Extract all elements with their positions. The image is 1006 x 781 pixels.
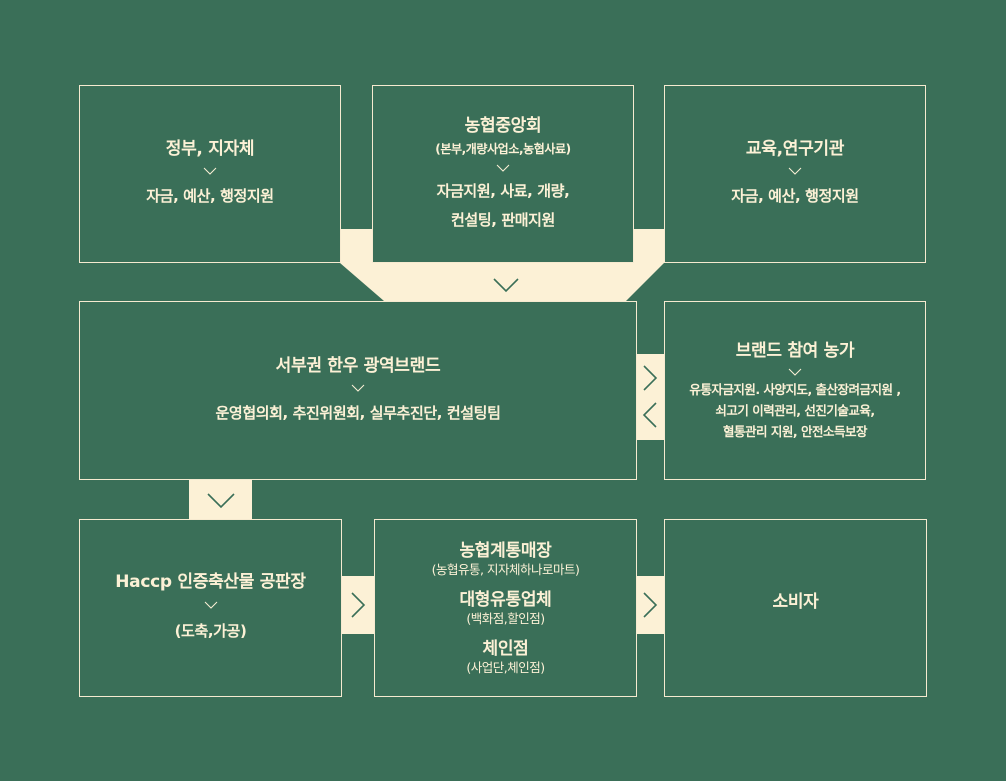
chevron-right-icon bbox=[643, 365, 658, 391]
chevron-down-icon bbox=[496, 164, 510, 172]
box-description: 쇠고기 이력관리, 선진기술교육, bbox=[715, 403, 875, 418]
chevron-down-icon bbox=[204, 601, 217, 609]
box-title: 브랜드 참여 농가 bbox=[735, 341, 855, 361]
outlet-subtitle: (농협유통, 지자체하나로마트) bbox=[431, 562, 580, 577]
box-description: 자금, 예산, 행정지원 bbox=[731, 187, 859, 205]
chevron-down-icon bbox=[207, 493, 235, 509]
box-description: 유통자금지원. 사양지도, 출산장려금지원 , bbox=[689, 382, 901, 397]
box-description: (도축,가공) bbox=[174, 622, 247, 640]
outlet-title: 농협계통매장 bbox=[459, 541, 552, 561]
box-subtitle: (본부,개량사업소,농협사료) bbox=[435, 141, 571, 156]
brand-farms-box: 브랜드 참여 농가 유통자금지원. 사양지도, 출산장려금지원 , 쇠고기 이력… bbox=[664, 301, 926, 480]
chevron-left-icon bbox=[642, 402, 657, 428]
chevron-down-icon bbox=[788, 368, 802, 376]
government-box: 정부, 지자체 자금, 예산, 행정지원 bbox=[79, 85, 341, 263]
outlet-title: 대형유통업체 bbox=[459, 590, 552, 610]
connector-bottom-2 bbox=[636, 576, 664, 634]
box-title: 농협중앙회 bbox=[464, 115, 542, 136]
box-description: 운영협의회, 추진위원회, 실무추진단, 컨설팅팀 bbox=[215, 403, 501, 422]
chevron-right-icon bbox=[643, 592, 658, 618]
outlet-subtitle: (사업단,체인점) bbox=[466, 660, 545, 675]
nh-central-box: 농협중앙회 (본부,개량사업소,농협사료) 자금지원, 사료, 개량, 컨설팅,… bbox=[372, 85, 634, 263]
chevron-down-icon bbox=[351, 384, 365, 392]
outlet-title: 체인점 bbox=[482, 639, 529, 659]
connector-bottom-1 bbox=[341, 576, 375, 634]
box-title: 소비자 bbox=[772, 592, 819, 612]
box-description: 자금, 예산, 행정지원 bbox=[146, 187, 274, 205]
box-description: 혈통관리 지원, 안전소득보장 bbox=[723, 424, 867, 439]
connector-middle-right bbox=[636, 354, 664, 440]
chevron-down-icon bbox=[788, 167, 802, 175]
box-title: 정부, 지자체 bbox=[165, 139, 255, 159]
regional-brand-box: 서부권 한우 광역브랜드 운영협의회, 추진위원회, 실무추진단, 컨설팅팀 bbox=[79, 301, 637, 480]
box-title: 서부권 한우 광역브랜드 bbox=[275, 355, 441, 376]
outlet-subtitle: (백화점,할인점) bbox=[466, 611, 545, 626]
research-box: 교육,연구기관 자금, 예산, 행정지원 bbox=[664, 85, 926, 263]
chevron-right-icon bbox=[351, 592, 366, 618]
box-title: 교육,연구기관 bbox=[745, 139, 845, 159]
chevron-down-icon bbox=[493, 278, 519, 293]
box-description: 자금지원, 사료, 개량, bbox=[436, 181, 570, 200]
box-description: 컨설팅, 판매지원 bbox=[451, 210, 555, 229]
retail-outlets-box: 농협계통매장 (농협유통, 지자체하나로마트) 대형유통업체 (백화점,할인점)… bbox=[374, 519, 637, 697]
box-title: Haccp 인증축산물 공판장 bbox=[115, 572, 306, 592]
connector-middle-down bbox=[189, 479, 252, 520]
consumer-box: 소비자 bbox=[664, 519, 927, 697]
chevron-down-icon bbox=[203, 167, 217, 175]
processing-plant-box: Haccp 인증축산물 공판장 (도축,가공) bbox=[79, 519, 342, 697]
